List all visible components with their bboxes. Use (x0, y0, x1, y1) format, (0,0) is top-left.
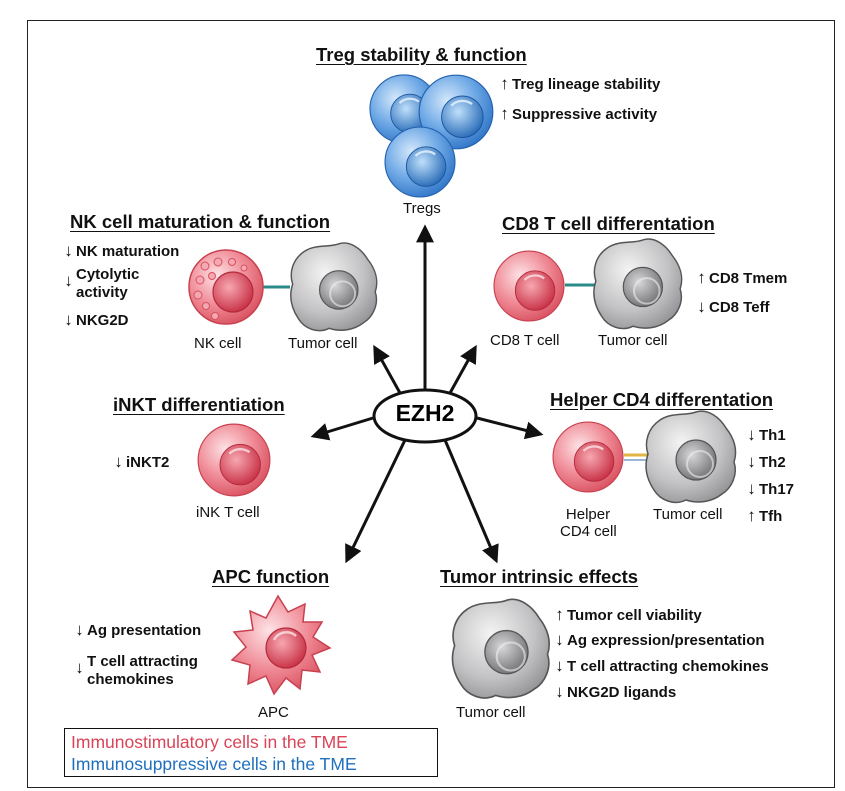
treg-effect-1: ↑Treg lineage stability (500, 74, 661, 93)
down-arrow-icon: ↓ (114, 452, 123, 471)
cd8-title: CD8 T cell differentation (502, 213, 715, 234)
treg-cell-label: Tregs (403, 200, 441, 217)
down-arrow-icon: ↓ (64, 241, 73, 260)
down-arrow-icon: ↓ (747, 452, 756, 471)
helper-effect-1: ↓Th1 (747, 425, 786, 444)
tumor-cell-label: Tumor cell (456, 704, 526, 721)
up-arrow-icon: ↑ (747, 506, 756, 525)
tumor-effect-3: ↓T cell attracting chemokines (555, 656, 769, 675)
down-arrow-icon: ↓ (555, 656, 564, 675)
helper-effect-2: ↓Th2 (747, 452, 786, 471)
helper-tumor-label: Tumor cell (653, 506, 723, 523)
tumor-effect-4: ↓NKG2D ligands (555, 682, 677, 701)
inkt-effect-1: ↓iNKT2 (114, 452, 170, 471)
apc-effect-1: ↓Ag presentation (75, 620, 202, 639)
up-arrow-icon: ↑ (555, 605, 564, 624)
arrow-to-nk (373, 344, 402, 394)
inkt-cell-label: iNK T cell (196, 504, 260, 521)
tumor-intrinsic-graphic (451, 598, 551, 700)
down-arrow-icon: ↓ (747, 479, 756, 498)
nk-tumor-label: Tumor cell (288, 335, 358, 352)
tumor-effect-2: ↓Ag expression/presentation (555, 630, 765, 649)
ezh2-node (372, 388, 478, 444)
up-arrow-icon: ↑ (500, 74, 509, 93)
arrow-to-inkt (310, 416, 374, 441)
arrow-to-tumor (443, 439, 499, 564)
inkt-title: iNKT differentiation (113, 394, 285, 415)
apc-cell-graphic (230, 594, 332, 696)
helper-title: Helper CD4 differentation (550, 389, 774, 410)
legend-immunostimulatory: Immunostimulatory cells in the TME (71, 732, 348, 752)
cd8-tumor-label: Tumor cell (598, 332, 668, 349)
helper-effect-4: ↑Tfh (747, 506, 783, 525)
cd8-effect-2: ↓CD8 Teff (697, 297, 770, 316)
nk-effect-1: ↓NK maturation (64, 241, 180, 260)
cd8-cell-graphic (492, 238, 683, 330)
cd8-effect-1: ↑CD8 Tmem (697, 268, 788, 287)
nk-effect-2: ↓Cytolytic activity (64, 266, 140, 301)
down-arrow-icon: ↓ (75, 620, 84, 639)
inkt-cell-graphic (196, 422, 272, 498)
nk-effect-3: ↓NKG2D (64, 310, 129, 329)
arrow-to-apc (345, 439, 407, 564)
down-arrow-icon: ↓ (555, 682, 564, 701)
apc-title: APC function (212, 566, 330, 587)
nk-title: NK cell maturation & function (70, 211, 331, 232)
cd8-cell-label: CD8 T cell (490, 332, 560, 349)
legend: Immunostimulatory cells in the TME Immun… (64, 728, 438, 777)
down-arrow-icon: ↓ (697, 297, 706, 316)
tumor-effect-1: ↑Tumor cell viability (555, 605, 702, 624)
helper-effect-3: ↓Th17 (747, 479, 795, 498)
apc-cell-label: APC (258, 704, 289, 721)
figure-frame (27, 20, 835, 788)
legend-immunosuppressive: Immunosuppressive cells in the TME (71, 754, 357, 774)
nk-cell-graphic (188, 242, 378, 332)
down-arrow-icon: ↓ (64, 271, 73, 290)
treg-cells (368, 73, 494, 199)
down-arrow-icon: ↓ (75, 658, 84, 677)
tumor-title: Tumor intrinsic effects (440, 566, 639, 587)
treg-title: Treg stability & function (316, 44, 527, 65)
up-arrow-icon: ↑ (697, 268, 706, 287)
helper-cell-graphic (551, 410, 737, 504)
treg-effect-2: ↑Suppressive activity (500, 104, 658, 123)
down-arrow-icon: ↓ (64, 310, 73, 329)
apc-effect-2: ↓T cell attracting chemokines (75, 653, 198, 688)
down-arrow-icon: ↓ (555, 630, 564, 649)
arrows-group (310, 224, 544, 564)
down-arrow-icon: ↓ (747, 425, 756, 444)
ezh2-label: EZH2 (395, 400, 455, 426)
up-arrow-icon: ↑ (500, 104, 509, 123)
arrow-to-helper (476, 416, 544, 440)
arrow-to-cd8 (448, 344, 477, 394)
nk-cell-label: NK cell (194, 335, 242, 352)
